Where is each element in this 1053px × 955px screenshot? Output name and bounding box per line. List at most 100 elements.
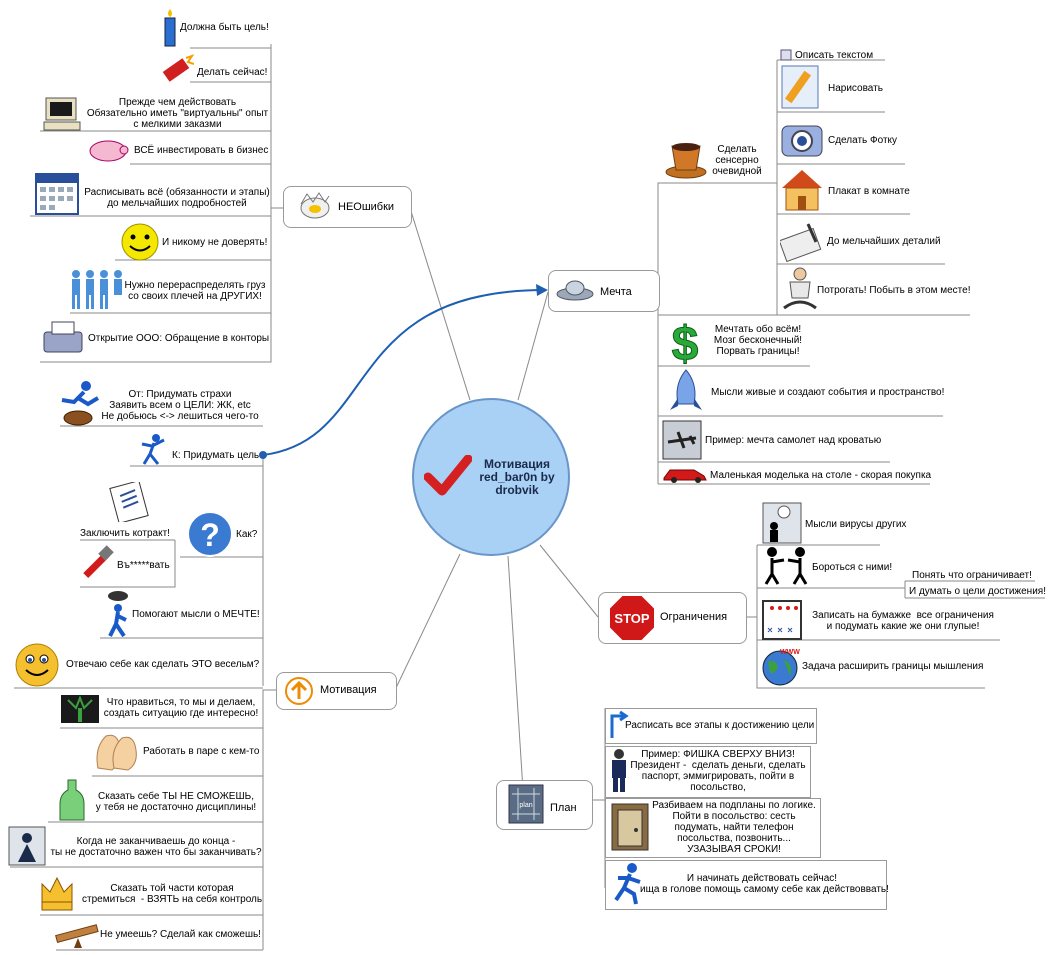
svg-text:$: $ xyxy=(672,318,699,364)
ogranicheniya-item-1: Мысли вирусы других xyxy=(805,519,907,530)
svg-text:STOP: STOP xyxy=(614,611,649,626)
goal-sub-2: Въ*****вать xyxy=(117,560,170,571)
dollar-icon: $ xyxy=(671,318,699,364)
motivaciya-item-2: Что нравиться, то мы и делаем, создать с… xyxy=(103,697,259,719)
goal-item-1: От: Придумать страхи Заявить всем о ЦЕЛИ… xyxy=(101,389,259,422)
jumping-man-icon xyxy=(141,434,165,465)
ogranicheniya-sub-1: Понять что ограничивает! xyxy=(912,570,1032,581)
orange-up-arrow-icon xyxy=(285,677,313,705)
question-icon: ? xyxy=(187,511,233,557)
relationship-arrow xyxy=(262,289,546,456)
meditation-icon xyxy=(783,267,817,310)
tree-icon xyxy=(61,695,99,723)
globe-icon: WWW xyxy=(762,649,800,686)
branch-ogranicheniya-label: Ограничения xyxy=(660,611,728,623)
motivaciya-item-5: Когда не заканчиваешь до конца - ты не д… xyxy=(50,836,262,858)
crown-icon xyxy=(41,876,73,911)
mechta-item-3: Мысли живые и создают события и простран… xyxy=(711,387,945,398)
strategy-board-icon xyxy=(762,600,802,640)
businessman-icon xyxy=(612,749,626,792)
car-icon xyxy=(663,469,707,483)
computer-icon xyxy=(43,97,81,131)
mechta-sub-4: Плакат в комнате xyxy=(828,186,910,197)
goal-sub-1: Заключить котракт! xyxy=(80,528,170,539)
goal-label[interactable]: К: Придумать цель xyxy=(172,450,260,461)
wrench-icon xyxy=(83,545,114,579)
neoshibki-item-8: Открытие ООО: Обращение в конторы xyxy=(88,333,270,344)
mechta-sub-2: Нарисовать xyxy=(828,83,883,94)
small-doc-icon xyxy=(780,49,792,61)
connector-lines xyxy=(10,44,1045,951)
camera-icon xyxy=(781,125,823,157)
mechta-item-1: Сделать сенсерно очевидной xyxy=(712,144,762,177)
cracked-egg-icon xyxy=(300,192,330,219)
relationship-start-dot xyxy=(259,451,267,459)
neoshibki-item-7: Нужно перераспределять груз со своих пле… xyxy=(124,280,266,302)
fighting-icon xyxy=(764,547,808,585)
dark-figure-icon xyxy=(8,826,46,866)
plan-item-1-box[interactable] xyxy=(605,708,817,744)
airplane-icon xyxy=(662,420,702,460)
plan-item-4-box[interactable] xyxy=(605,860,887,910)
motivaciya-item-7: Не умеешь? Сделай как сможешь! xyxy=(100,929,261,940)
ogranicheniya-item-2: Бороться с ними! xyxy=(812,562,893,573)
central-topic-circle[interactable] xyxy=(412,398,570,556)
big-smiley-icon xyxy=(15,643,59,687)
feet-icon xyxy=(96,734,137,771)
motivaciya-item-6: Сказать той части которая стремиться - В… xyxy=(82,883,263,905)
candle-icon xyxy=(164,9,176,47)
motivaciya-item-1: Отвечаю себе как сделать ЭТО весельм? xyxy=(66,659,260,670)
firecracker-icon xyxy=(162,54,194,82)
branch-neoshibki-label: НЕОшибки xyxy=(338,201,395,213)
ogranicheniya-item-4: Задача расширить границы мышления xyxy=(802,661,984,672)
mechta-sub-1: Описать текстом xyxy=(795,50,874,61)
svg-text:plan: plan xyxy=(519,802,532,809)
notebook-pen-icon xyxy=(780,223,822,262)
neoshibki-item-5: Расписывать всё (обязанности и этапы) до… xyxy=(84,187,270,209)
goal-item-2: Как? xyxy=(236,529,258,540)
central-topic-title: Мотивация red_bar0n by drobvik xyxy=(479,457,555,497)
checkmark-icon xyxy=(424,455,472,496)
svg-text:WWW: WWW xyxy=(780,649,800,656)
bottle-icon xyxy=(59,779,85,821)
seesaw-icon xyxy=(55,924,99,948)
thinking-person-icon xyxy=(762,502,802,544)
coffee-cup-icon xyxy=(665,143,707,179)
stop-sign-icon: STOP xyxy=(608,594,656,642)
neoshibki-item-4: ВСЁ инвестировать в бизнес xyxy=(134,145,269,156)
piggy-bank-icon xyxy=(89,140,129,162)
house-icon xyxy=(782,170,822,211)
mechta-sub-6: Потрогать! Побыть в этом месте! xyxy=(817,285,971,296)
branch-plan-label: План xyxy=(550,802,577,814)
dreaming-figure-icon xyxy=(108,591,128,638)
arrow-up-icon xyxy=(610,710,629,738)
neoshibki-item-3: Прежде чем действовать Обязательно иметь… xyxy=(86,97,269,130)
people-icon xyxy=(72,270,122,309)
calendar-icon xyxy=(35,173,79,215)
ogranicheniya-item-3: Записать на бумажке все ограничения и по… xyxy=(812,610,994,632)
neoshibki-item-6: И никому не доверять! xyxy=(162,237,268,248)
plan-item-1: Расписать все этапы к достижению цели xyxy=(625,720,815,731)
neoshibki-item-1: Должна быть цель! xyxy=(180,22,269,33)
ogranicheniya-sub-2: И думать о цели достижения! xyxy=(909,586,1046,597)
mechta-sub-5: До мельчайших деталий xyxy=(827,236,941,247)
branch-motivaciya-label: Мотивация xyxy=(320,684,377,696)
running-man-icon xyxy=(614,863,641,905)
fax-icon xyxy=(43,321,83,353)
plan-item-3: Разбиваем на подпланы по логике. Пойти в… xyxy=(652,800,816,855)
svg-text:?: ? xyxy=(200,517,220,553)
relationship-arrowhead xyxy=(536,284,548,296)
goal-item-3: Помогают мысли о МЕЧТЕ! xyxy=(132,609,260,620)
neoshibki-item-2: Делать сейчас! xyxy=(197,67,268,78)
door-icon xyxy=(611,803,649,851)
plan-item-2-box[interactable] xyxy=(605,746,811,798)
mechta-item-2: Мечтать обо всём! Мозг бесконечный! Порв… xyxy=(713,324,803,357)
plan-item-2: Пример: ФИШКА СВЕРХУ ВНИЗ! Президент - с… xyxy=(630,749,806,793)
mechta-item-4: Пример: мечта самолет над кроватью xyxy=(705,435,882,446)
ufo-icon xyxy=(556,280,594,301)
contract-icon xyxy=(109,482,149,522)
rocket-icon xyxy=(670,369,702,410)
branch-mechta-label: Мечта xyxy=(600,286,632,298)
mechta-item-5: Маленькая моделька на столе - скорая пок… xyxy=(710,470,932,481)
